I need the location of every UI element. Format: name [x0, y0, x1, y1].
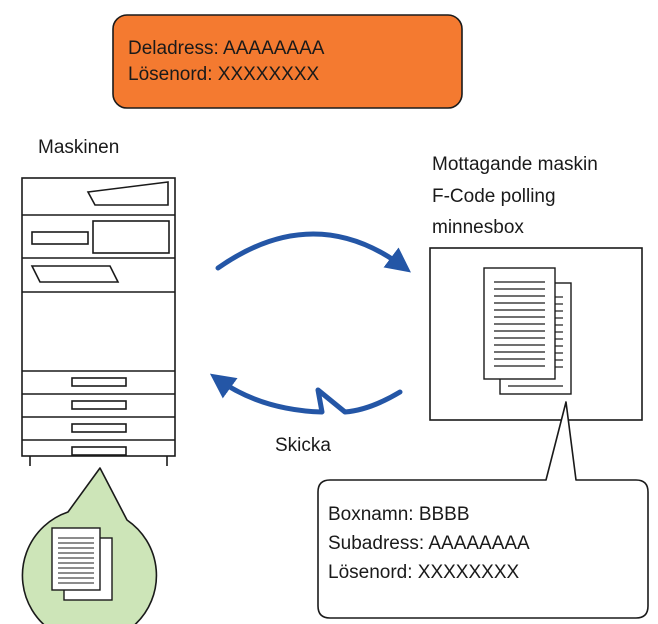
- request-arrow: [215, 231, 411, 273]
- receiver-label-line2: F-Code polling: [432, 186, 556, 207]
- receiver-label-line1: Mottagande maskin: [432, 154, 598, 175]
- receiver-label-line3: minnesbox: [432, 217, 524, 238]
- request-password-line2: Lösenord: XXXXXXXX: [128, 64, 320, 85]
- request-box: [112, 14, 463, 109]
- password-line: Lösenord: XXXXXXXX: [328, 562, 520, 583]
- subaddress-line: Subadress: AAAAAAAA: [328, 533, 530, 554]
- box-name-line: Boxnamn: BBBB: [328, 504, 470, 525]
- send-label: Skicka: [275, 435, 331, 456]
- info-bubble: [317, 401, 649, 619]
- printer-icon: [21, 177, 176, 466]
- document-icon-large: [483, 267, 572, 395]
- send-arrow: [209, 373, 403, 415]
- request-password-line1: Deladress: AAAAAAAA: [128, 38, 325, 59]
- sender-label: Maskinen: [38, 137, 120, 158]
- document-icon-small: [51, 527, 113, 601]
